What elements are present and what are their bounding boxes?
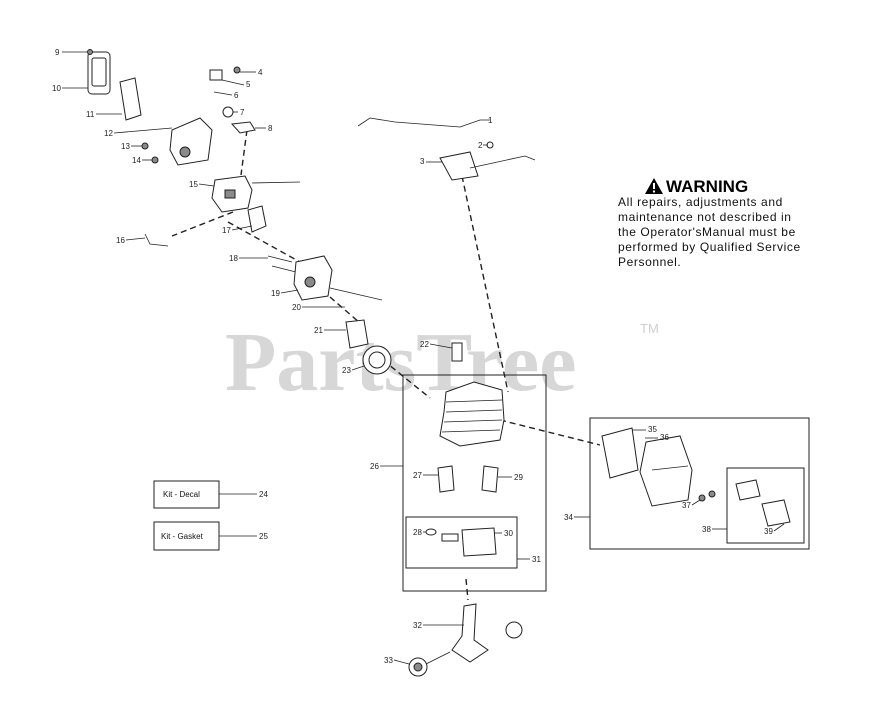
callout-1: 1 [488, 116, 493, 125]
callout-37: 37 [682, 501, 691, 510]
part-shapes [87, 49, 791, 677]
kit-decal[interactable]: Kit - Decal 24 [153, 480, 268, 509]
callout-23: 23 [342, 366, 351, 375]
callout-11: 11 [86, 110, 95, 119]
warning-block: WARNING All repairs, adjustments and mai… [618, 177, 801, 269]
callout-8: 8 [268, 124, 273, 133]
callout-30: 30 [504, 529, 513, 538]
callout-36: 36 [660, 433, 669, 442]
cylinder-kit-box [402, 374, 547, 592]
callout-20: 20 [292, 303, 301, 312]
callout-25: 25 [259, 532, 268, 541]
callout-14: 14 [132, 156, 141, 165]
watermark-trademark: TM [640, 321, 659, 336]
callout-9: 9 [55, 48, 60, 57]
assembly-lines [171, 129, 601, 601]
callout-26: 26 [370, 462, 379, 471]
callout-13: 13 [121, 142, 130, 151]
piston-kit-box [405, 516, 518, 569]
callout-17: 17 [222, 226, 231, 235]
callout-19: 19 [271, 289, 280, 298]
callouts: 1 2 3 4 5 6 7 8 9 10 11 12 13 14 15 16 1… [52, 48, 785, 665]
warning-line-5: Personnel. [618, 255, 681, 269]
callout-33: 33 [384, 656, 393, 665]
callout-15: 15 [189, 180, 198, 189]
callout-18: 18 [229, 254, 238, 263]
callout-10: 10 [52, 84, 61, 93]
callout-35: 35 [648, 425, 657, 434]
callout-28: 28 [413, 528, 422, 537]
callout-27: 27 [413, 471, 422, 480]
callout-21: 21 [314, 326, 323, 335]
callout-7: 7 [240, 108, 245, 117]
kit-gasket[interactable]: Kit - Gasket 25 [153, 521, 268, 551]
callout-2: 2 [478, 141, 483, 150]
warning-line-4: performed by Qualified Service [618, 240, 801, 254]
callout-31: 31 [532, 555, 541, 564]
callout-4: 4 [258, 68, 263, 77]
callout-29: 29 [514, 473, 523, 482]
warning-line-3: the Operator'sManual must be [618, 225, 796, 239]
callout-3: 3 [420, 157, 425, 166]
spark-screen-box [726, 467, 805, 544]
warning-title: WARNING [666, 177, 748, 196]
warning-line-2: maintenance not described in [618, 210, 792, 224]
warning-triangle-icon [645, 178, 663, 194]
watermark-text: PartsTree [225, 316, 576, 409]
kit-gasket-label: Kit - Gasket [161, 532, 204, 541]
callout-16: 16 [116, 236, 125, 245]
callout-6: 6 [234, 91, 239, 100]
warning-line-1: All repairs, adjustments and [618, 195, 783, 209]
callout-39: 39 [764, 527, 773, 536]
muffler-kit-box [589, 417, 810, 550]
callout-34: 34 [564, 513, 573, 522]
callout-24: 24 [259, 490, 268, 499]
callout-38: 38 [702, 525, 711, 534]
callout-32: 32 [413, 621, 422, 630]
callout-5: 5 [246, 80, 251, 89]
callout-12: 12 [104, 129, 113, 138]
callout-22: 22 [420, 340, 429, 349]
kit-decal-label: Kit - Decal [163, 490, 200, 499]
